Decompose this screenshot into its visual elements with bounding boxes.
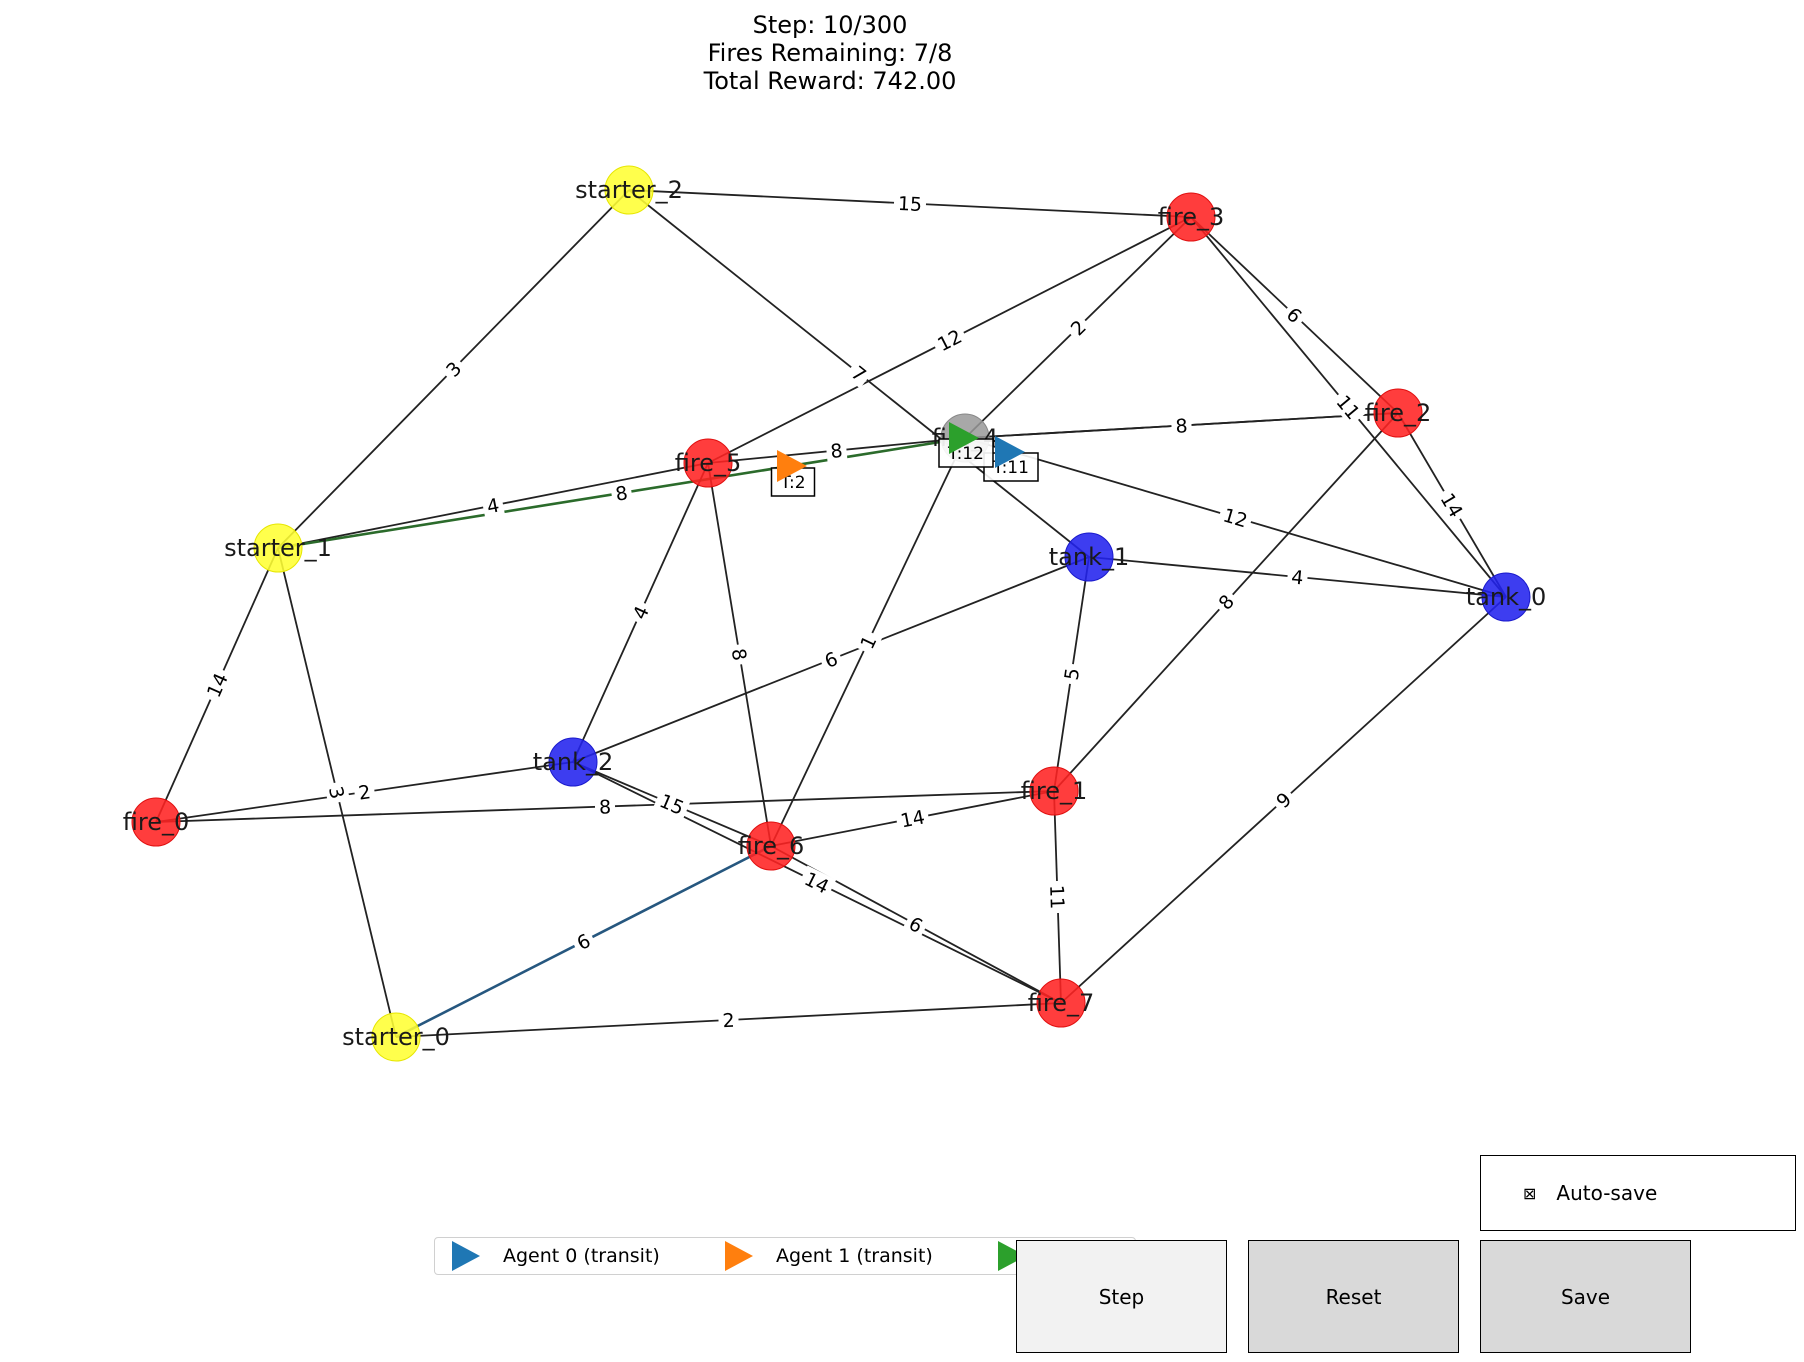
- node-starter_0[interactable]: [371, 1012, 421, 1062]
- edge-weight-label: 14: [894, 804, 931, 833]
- svg-text:4: 4: [485, 495, 501, 519]
- fires-remaining: Fires Remaining: 7/8: [707, 39, 953, 67]
- edge-weight-label: 8: [727, 642, 752, 667]
- svg-text:2: 2: [357, 781, 372, 804]
- agent-marker-agent2[interactable]: [949, 422, 979, 454]
- checkbox-checked-icon[interactable]: ⊠: [1523, 1183, 1537, 1203]
- svg-text:8: 8: [727, 647, 751, 663]
- agent-status-agent2: T:12: [938, 438, 994, 468]
- node-label-fire_3: fire_3: [1158, 203, 1225, 231]
- node-fire_2[interactable]: [1373, 388, 1423, 438]
- node-fire_5[interactable]: [683, 438, 733, 488]
- node-fire_1[interactable]: [1029, 766, 1079, 816]
- edge-weight-label: 6: [1279, 300, 1310, 330]
- edge-weight-label: 8: [594, 795, 616, 819]
- legend-label-agent-0: Agent 0 (transit): [503, 1245, 660, 1267]
- edge-weight-label: 11: [1045, 880, 1070, 914]
- node-tank_2[interactable]: [548, 737, 598, 787]
- step-counter: Step: 10/300: [752, 11, 908, 39]
- edge-weight-label: 14: [200, 665, 234, 705]
- node-starter_2[interactable]: [604, 165, 654, 215]
- node-label-fire_5: fire_5: [675, 449, 742, 477]
- edge-weight-label: 4: [626, 598, 655, 627]
- svg-text:15: 15: [897, 193, 922, 216]
- node-label-tank_2: tank_2: [533, 748, 614, 776]
- edge-weight-label: 14: [797, 865, 837, 900]
- node-label-fire_6: fire_6: [738, 832, 805, 860]
- node-label-fire_2: fire_2: [1365, 399, 1432, 427]
- agent-0-triangle-icon: [452, 1241, 480, 1271]
- legend-item-agent-1: Agent 1 (transit): [722, 1238, 933, 1274]
- svg-text:8: 8: [599, 796, 612, 818]
- edge-weight-label: 6: [817, 645, 845, 674]
- edge-weight-label: 14: [1434, 485, 1470, 525]
- step-button[interactable]: Step: [1016, 1240, 1227, 1353]
- edge-weight-label: 5: [1059, 662, 1085, 686]
- autosave-label: Auto-save: [1556, 1181, 1658, 1205]
- legend-item-agent-2: [995, 1238, 1049, 1274]
- node-tank_0[interactable]: [1481, 572, 1531, 622]
- edge-weight-label: 7: [844, 358, 874, 389]
- edge-weight-label: 2: [717, 1008, 740, 1033]
- edge-weight-label: 8: [1211, 587, 1241, 617]
- node-fire_7[interactable]: [1036, 978, 1086, 1028]
- edge-weight-label: 15: [652, 787, 692, 821]
- edge-weight-label: 1: [853, 628, 883, 656]
- node-fire_3[interactable]: [1166, 192, 1216, 242]
- edge-weight-label: 4: [1286, 565, 1309, 590]
- edge-weight-label: 8: [1170, 413, 1193, 438]
- legend-item-agent-0: Agent 0 (transit): [449, 1238, 660, 1274]
- svg-text:8: 8: [614, 482, 629, 506]
- agent-marker-agent1[interactable]: [777, 450, 807, 482]
- node-label-starter_1: starter_1: [224, 534, 332, 562]
- edge-weight-label: 11: [1329, 387, 1368, 427]
- svg-text:14: 14: [899, 806, 927, 832]
- svg-text:2: 2: [722, 1010, 735, 1033]
- edge-weight-label: 6: [901, 910, 931, 939]
- agent-1-triangle-icon: [725, 1241, 753, 1271]
- svg-text:4: 4: [1290, 566, 1304, 589]
- node-fire_0[interactable]: [131, 797, 181, 847]
- node-label-fire_7: fire_7: [1028, 989, 1095, 1017]
- node-tank_1[interactable]: [1064, 532, 1114, 582]
- edge-weight-label: 4: [481, 492, 505, 519]
- agent-marker-agent0[interactable]: [995, 436, 1025, 468]
- node-fire_6[interactable]: [746, 821, 796, 871]
- legend-label-agent-1: Agent 1 (transit): [776, 1245, 933, 1267]
- svg-text:3: 3: [324, 784, 348, 801]
- autosave-checkbox[interactable]: ⊠ Auto-save: [1480, 1155, 1796, 1231]
- svg-text:11: 11: [1045, 885, 1068, 910]
- svg-text:8: 8: [1175, 415, 1188, 438]
- edge-weight-label: 3: [324, 780, 351, 805]
- node-label-tank_0: tank_0: [1466, 583, 1547, 611]
- node-starter_1[interactable]: [253, 523, 303, 573]
- edge-weight-label: 15: [893, 191, 927, 216]
- edge-weight-label: 6: [569, 927, 598, 956]
- node-label-starter_2: starter_2: [575, 176, 683, 204]
- node-label-fire_0: fire_0: [123, 808, 190, 836]
- edge-weight-label: 8: [825, 438, 848, 463]
- reset-button[interactable]: Reset: [1248, 1240, 1459, 1353]
- svg-text:8: 8: [830, 440, 844, 463]
- node-label-tank_1: tank_1: [1049, 543, 1130, 571]
- edge-weight-label: 12: [930, 322, 969, 358]
- edge-weight-label: 8: [609, 480, 634, 506]
- agent-2-triangle-icon: [998, 1241, 1026, 1271]
- node-label-starter_0: starter_0: [342, 1023, 450, 1051]
- edge-weight-label: 12: [1217, 502, 1254, 533]
- total-reward: Total Reward: 742.00: [703, 67, 957, 95]
- svg-text:T:2: T:2: [779, 473, 805, 493]
- edge-weight-label: 2: [353, 779, 376, 805]
- svg-text:5: 5: [1061, 667, 1085, 682]
- edge-weight-label: 9: [1268, 785, 1299, 815]
- save-button[interactable]: Save: [1480, 1240, 1691, 1353]
- node-label-fire_1: fire_1: [1021, 777, 1088, 805]
